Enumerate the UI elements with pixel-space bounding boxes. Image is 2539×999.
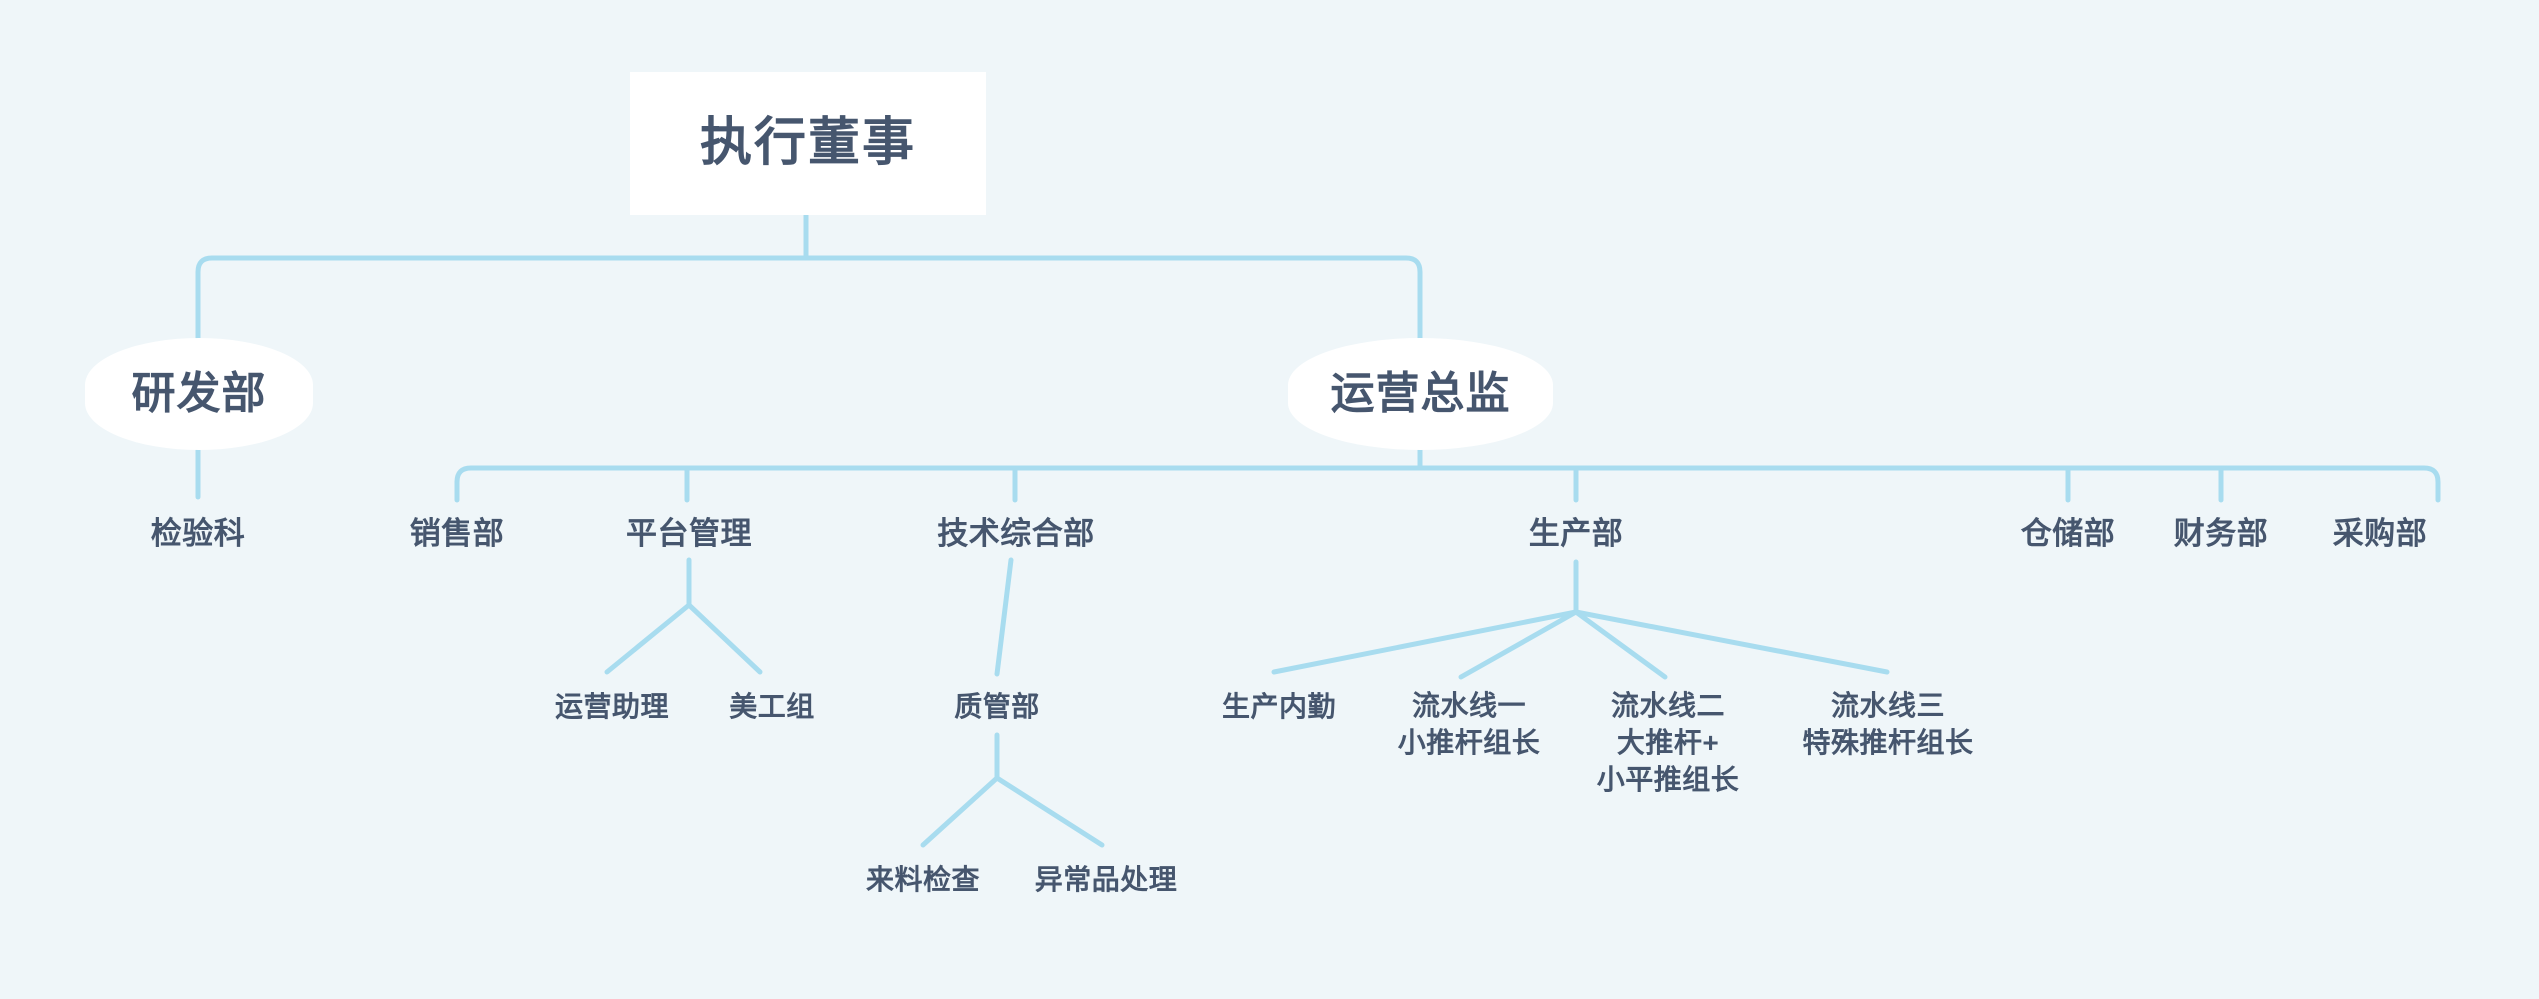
node-operations-assistant[interactable]: 运营助理 [554, 691, 669, 723]
edge-platform-to-design [686, 602, 763, 675]
node-rnd-department[interactable]: 研发部 [85, 338, 313, 450]
node-platform-management[interactable]: 平台管理 [626, 516, 752, 552]
node-executive-director[interactable]: 执行董事 [630, 72, 986, 215]
node-production-line-2[interactable]: 流水线二 大推杆+ 小平推组长 [1596, 690, 1740, 796]
node-production-line-3[interactable]: 流水线三 特殊推杆组长 [1802, 690, 1974, 759]
node-warehouse-department[interactable]: 仓储部 [2020, 516, 2116, 552]
node-production-department[interactable]: 生产部 [1528, 516, 1624, 552]
node-production-line-1[interactable]: 流水线一 小推杆组长 [1397, 690, 1541, 759]
edge-qc-to-abnormal [994, 775, 1105, 848]
edge-qc-to-incoming [920, 775, 1000, 848]
edge-production-to-inner [1271, 609, 1579, 675]
edge-ops-bus [454, 465, 2441, 503]
node-incoming-material-check[interactable]: 来料检查 [865, 864, 980, 896]
node-finance-department[interactable]: 财务部 [2173, 516, 2269, 552]
node-purchasing-department[interactable]: 采购部 [2332, 516, 2428, 552]
edge-production-to-line2 [1573, 609, 1668, 680]
node-abnormal-product-handling[interactable]: 异常品处理 [1034, 864, 1178, 896]
node-inspection-section[interactable]: 检验科 [150, 516, 246, 552]
node-quality-control-dept[interactable]: 质管部 [954, 691, 1040, 723]
edge-production-to-line3 [1573, 609, 1890, 675]
edge-production-to-line1 [1458, 609, 1579, 680]
node-operations-director[interactable]: 运营总监 [1288, 338, 1553, 450]
node-production-office[interactable]: 生产内勤 [1221, 691, 1336, 723]
edge-root-to-ops [803, 255, 1423, 341]
node-sales-department[interactable]: 销售部 [409, 516, 505, 552]
edge-platform-to-assistant [604, 602, 692, 675]
node-design-group[interactable]: 美工组 [729, 691, 815, 723]
edge-tech-to-qc [994, 557, 1014, 677]
node-technical-integration-dept[interactable]: 技术综合部 [937, 516, 1095, 552]
edge-root-to-rnd [195, 255, 809, 341]
